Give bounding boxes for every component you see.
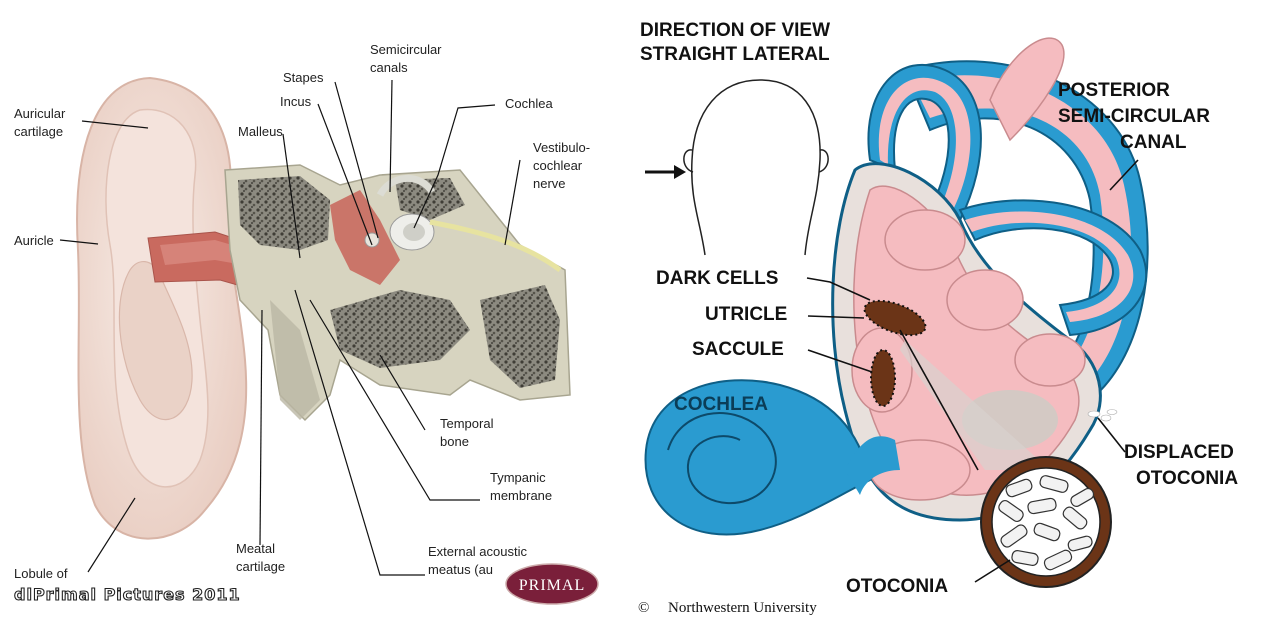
- label-displaced-line1: DISPLACED: [1124, 442, 1234, 463]
- label-meatal-cartilage-line2: cartilage: [236, 559, 285, 574]
- membrane-lobe-3: [1015, 334, 1085, 386]
- label-auricular-cartilage-line2: cartilage: [14, 124, 63, 139]
- primal-logo: PRIMAL: [506, 564, 598, 604]
- label-dark-cells: DARK CELLS: [656, 268, 778, 289]
- label-temporal-bone-line1: Temporal: [440, 416, 494, 431]
- label-temporal-bone-line2: bone: [440, 434, 469, 449]
- label-cochlea-right: COCHLEA: [674, 394, 768, 415]
- label-vestibulocochlear-line3: nerve: [533, 176, 566, 191]
- label-external-acoustic-meatus-line1: External acoustic: [428, 544, 527, 559]
- label-posterior-line2: SEMI-CIRCULAR: [1058, 106, 1210, 127]
- label-vestibulocochlear-line1: Vestibulo-: [533, 140, 590, 155]
- primal-logo-text: PRIMAL: [519, 577, 585, 594]
- copyright-text: Northwestern University: [668, 600, 817, 616]
- label-posterior-line1: POSTERIOR: [1058, 80, 1170, 101]
- view-direction-arrow: [645, 165, 686, 179]
- membrane-lobe-1: [885, 210, 965, 270]
- label-cochlea-left: Cochlea: [505, 96, 553, 111]
- label-tympanic-membrane-line1: Tympanic: [490, 470, 546, 485]
- copyright-symbol: ©: [638, 600, 649, 616]
- label-posterior-line3: CANAL: [1120, 132, 1187, 153]
- label-auricular-cartilage-line1: Auricular: [14, 106, 66, 121]
- label-stapes: Stapes: [283, 70, 324, 85]
- label-malleus: Malleus: [238, 124, 283, 139]
- head-outline-icon: [684, 80, 828, 255]
- label-saccule: SACCULE: [692, 339, 784, 360]
- saccule-macula: [871, 350, 895, 406]
- label-semicircular-canals-line2: canals: [370, 60, 408, 75]
- right-diagram-panel: DIRECTION OF VIEW STRAIGHT LATERAL: [638, 20, 1238, 616]
- membrane-lobe-2: [947, 270, 1023, 330]
- label-utricle: UTRICLE: [705, 304, 787, 325]
- left-anatomy-panel: Semicircular canals Stapes Incus Cochlea…: [14, 42, 598, 604]
- primal-watermark: dlPrimal Pictures 2011: [14, 585, 241, 604]
- label-incus: Incus: [280, 94, 312, 109]
- label-semicircular-canals-line1: Semicircular: [370, 42, 442, 57]
- label-displaced-line2: OTOCONIA: [1136, 468, 1238, 489]
- label-external-acoustic-meatus-line2: meatus (au: [428, 562, 493, 577]
- label-vestibulocochlear-line2: cochlear: [533, 158, 583, 173]
- heading-direction-line2: STRAIGHT LATERAL: [640, 44, 830, 65]
- cochlea-inner: [403, 223, 425, 241]
- heading-direction-line1: DIRECTION OF VIEW: [640, 20, 830, 41]
- label-meatal-cartilage-line1: Meatal: [236, 541, 275, 556]
- label-auricle: Auricle: [14, 233, 54, 248]
- label-tympanic-membrane-line2: membrane: [490, 488, 552, 503]
- label-otoconia: OTOCONIA: [846, 576, 948, 597]
- label-lobule: Lobule of: [14, 566, 68, 581]
